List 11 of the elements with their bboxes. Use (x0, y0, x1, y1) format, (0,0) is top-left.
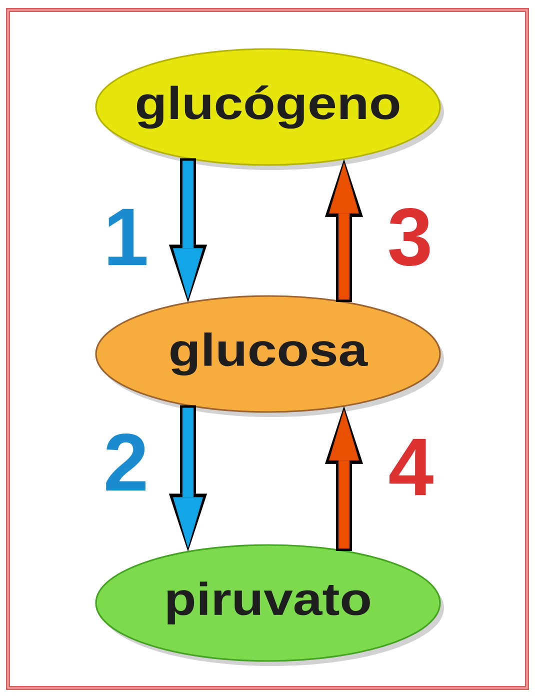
arrow (325, 159, 363, 302)
step-number: 3 (389, 208, 430, 266)
ellipse-node: piruvato (95, 544, 444, 666)
step-number: 2 (106, 434, 146, 491)
step-number: 1 (108, 208, 146, 266)
arrow (169, 158, 207, 302)
ellipse-node: glucógeno (95, 48, 444, 170)
ellipse-node: glucosa (95, 295, 444, 417)
arrow (325, 406, 363, 551)
arrow (169, 405, 207, 552)
step-number: 4 (390, 438, 434, 496)
